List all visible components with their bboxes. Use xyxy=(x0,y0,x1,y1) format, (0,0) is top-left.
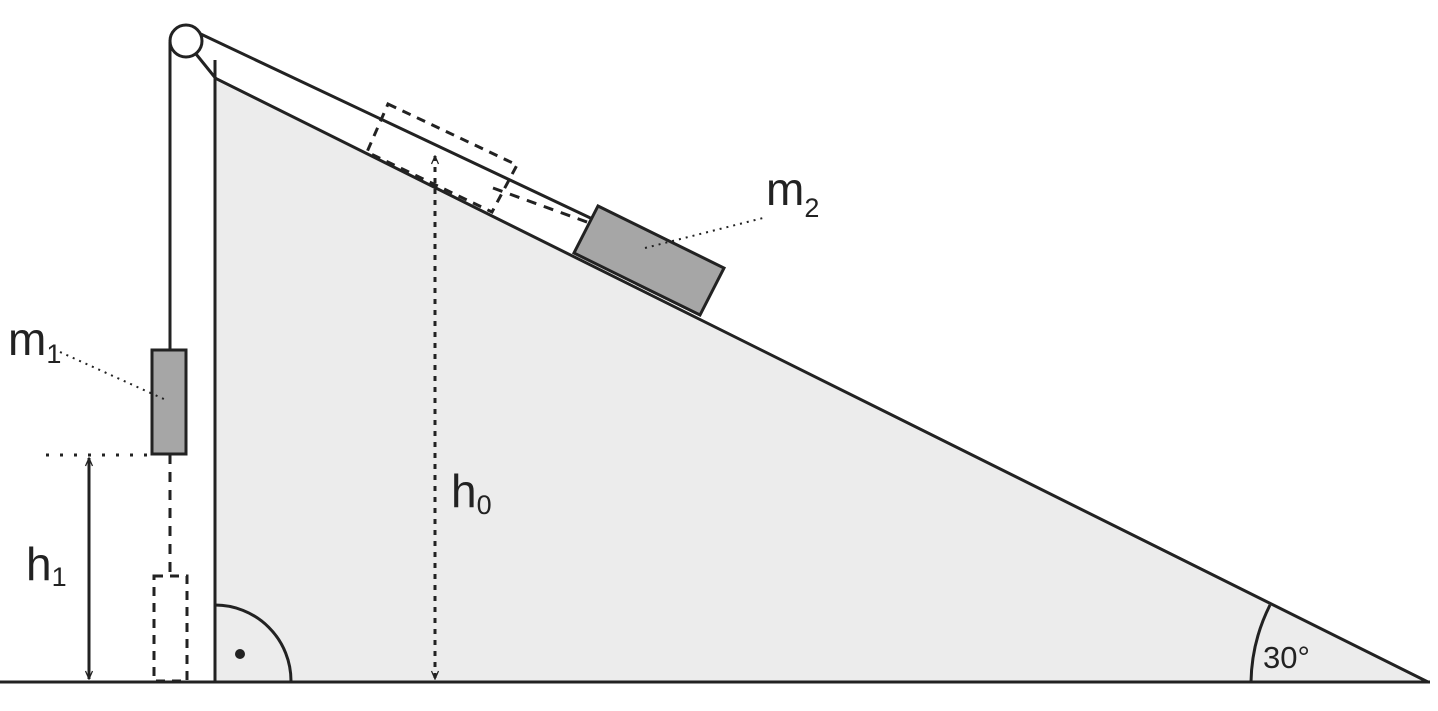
label-m2-sub: 2 xyxy=(804,193,819,223)
right-angle-arc xyxy=(214,603,293,682)
label-m1-main: m xyxy=(8,313,46,365)
m2-initial-position-ghost xyxy=(365,101,520,214)
label-m1-sub: 1 xyxy=(46,339,61,369)
m1-final-position-ghost xyxy=(152,574,189,683)
mass-m1 xyxy=(150,348,188,456)
label-m2: m2 xyxy=(766,163,819,223)
angle-arc xyxy=(1249,604,1272,683)
label-m1: m1 xyxy=(8,313,61,369)
m1-pointer xyxy=(59,351,167,401)
rope-incline-dashed xyxy=(492,186,599,228)
incline-triangle xyxy=(213,75,1429,684)
rope-incline xyxy=(187,26,602,225)
label-h1-main: h xyxy=(26,538,52,590)
label-h0: h0 xyxy=(451,465,492,520)
label-h1: h1 xyxy=(26,538,67,592)
label-h0-sub: 0 xyxy=(477,490,492,520)
pulley-bracket xyxy=(194,53,219,81)
label-angle: 30° xyxy=(1263,640,1310,675)
pulley-circle xyxy=(168,23,204,59)
label-h0-main: h xyxy=(451,465,477,517)
label-h1-sub: 1 xyxy=(52,562,67,592)
mass-m2 xyxy=(571,204,727,317)
label-m2-main: m xyxy=(766,163,804,215)
right-angle-dot xyxy=(235,649,245,659)
